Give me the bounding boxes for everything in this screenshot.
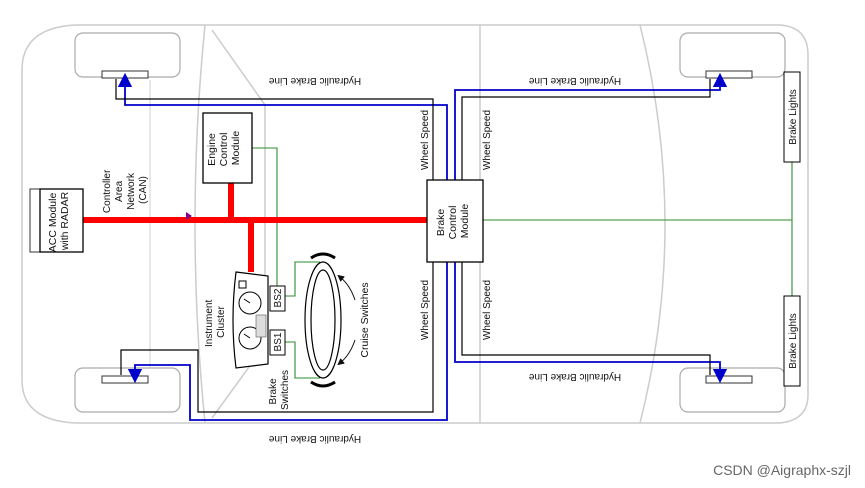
svg-text:Brake Lights: Brake Lights bbox=[788, 89, 799, 145]
brake-control-module: Brake Control Module bbox=[426, 179, 484, 263]
brake-switches-label: Brake Switches bbox=[268, 370, 291, 410]
hydraulic-brake-line-label-bottom-right: Hydraulic Brake Line bbox=[528, 371, 621, 382]
wheel-speed-label-3: Wheel Speed bbox=[420, 280, 431, 340]
car-outline bbox=[21, 24, 809, 424]
can-bus-marker bbox=[186, 212, 192, 220]
hydraulic-brake-line-label-top-right: Hydraulic Brake Line bbox=[528, 75, 621, 86]
wheel-speed-label-4: Wheel Speed bbox=[482, 280, 493, 340]
instrument-cluster-label: Instrument Cluster bbox=[204, 297, 227, 347]
wheel-front-left bbox=[74, 32, 181, 78]
wheel-speed-label-1: Wheel Speed bbox=[420, 110, 431, 170]
bs2-box: BS2 bbox=[269, 285, 286, 312]
wheel-speed-wires bbox=[115, 79, 711, 413]
brake-lights-top: Brake Lights bbox=[783, 71, 801, 163]
can-label: Controller Area Network (CAN) bbox=[102, 167, 149, 213]
cruise-arrow-upper bbox=[337, 274, 356, 301]
hydraulic-brake-line-label-top-left: Hydraulic Brake Line bbox=[268, 75, 361, 86]
watermark: CSDN @Aigraphx-szjl bbox=[713, 462, 851, 478]
svg-text:Engine Control Mod: Engine Control Module bbox=[206, 130, 242, 167]
wheel-rear-right bbox=[679, 367, 786, 413]
wheel-front-right bbox=[679, 32, 786, 78]
cruise-switches-label: Cruise Switches bbox=[359, 282, 371, 357]
instrument-cluster bbox=[232, 271, 269, 369]
brake-lights-bottom: Brake Lights bbox=[783, 295, 801, 387]
svg-text:BS2: BS2 bbox=[273, 288, 284, 307]
wheel-rear-left bbox=[74, 367, 181, 413]
engine-control-module: Engine Control Module bbox=[202, 112, 253, 184]
cruise-switches-steering-wheel bbox=[304, 252, 342, 388]
svg-text:Brake Control Modu: Brake Control Module bbox=[435, 203, 471, 240]
svg-text:BS1: BS1 bbox=[273, 332, 284, 351]
wheel-speed-label-2: Wheel Speed bbox=[482, 110, 493, 170]
acc-module: ACC Module with RADAR bbox=[29, 188, 84, 253]
svg-text:Brake Lights: Brake Lights bbox=[788, 313, 799, 369]
hydraulic-brake-line-label-bottom-left: Hydraulic Brake Line bbox=[268, 433, 361, 444]
cruise-arrow-lower bbox=[337, 339, 356, 366]
hydraulic-brake-lines bbox=[117, 72, 728, 421]
bs1-box: BS1 bbox=[269, 329, 286, 356]
wheels bbox=[74, 32, 786, 413]
acc-module-label-2: with RADAR bbox=[59, 191, 71, 251]
svg-text:ACC Module with RADAR: ACC Module with RADAR bbox=[47, 190, 71, 252]
acc-module-label-1: ACC Module bbox=[47, 193, 59, 253]
signal-wires bbox=[252, 147, 793, 379]
can-bus bbox=[83, 183, 427, 272]
